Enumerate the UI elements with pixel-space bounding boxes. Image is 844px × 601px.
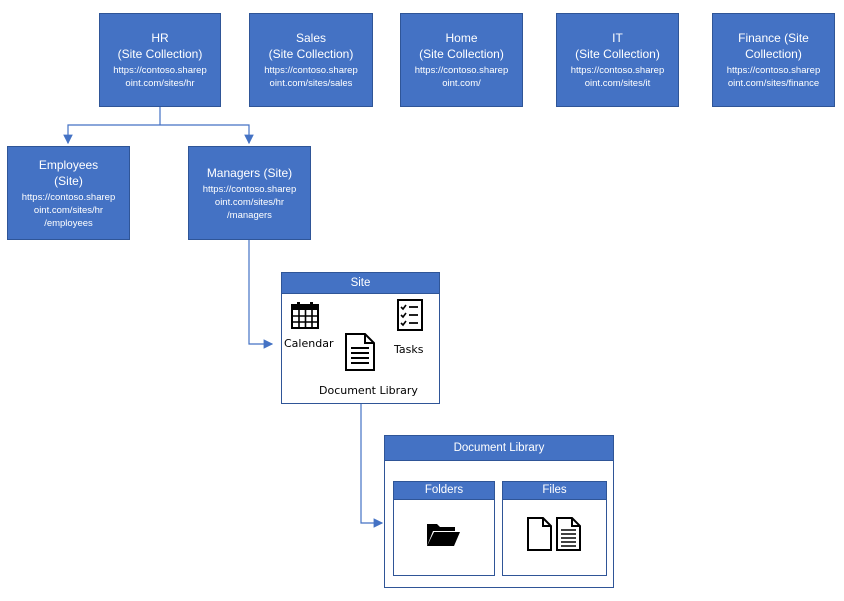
finance-subtitle: Collection) [745,47,802,61]
home-subtitle: (Site Collection) [419,47,504,61]
files-panel[interactable]: Files [502,481,607,576]
sales-url-line2: oint.com/sites/sales [269,78,353,89]
managers-to-site-arrow [248,240,274,349]
finance-url-line2: oint.com/sites/finance [727,78,820,89]
calendar-label: Calendar [284,337,334,350]
it-url-line2: oint.com/sites/it [584,78,651,89]
managers-url-line3: /managers [227,209,272,221]
sales-url-line1: https://contoso.sharep [264,65,358,76]
hr-to-employees-arrow [63,124,160,145]
employees-title: Employees [38,157,99,172]
folder-open-icon [427,524,460,546]
home-url: https://contoso.sharep oint.com/ [415,64,508,90]
hr-title: HR [151,31,169,45]
employees-site[interactable]: Employees (Site) https://contoso.sharep … [7,146,130,240]
document-icon [345,333,375,371]
home-url-line2: oint.com/ [442,78,481,89]
managers-title: Managers (Site) [206,165,293,180]
employees-url-line1: https://contoso.sharep [21,191,116,203]
managers-site[interactable]: Managers (Site) https://contoso.sharep o… [188,146,311,240]
site-panel-header: Site [282,273,439,294]
hr-site-collection[interactable]: HR (Site Collection) https://contoso.sha… [99,13,221,107]
finance-title: Finance (Site [738,31,809,45]
it-url: https://contoso.sharep oint.com/sites/it [571,64,664,90]
it-subtitle: (Site Collection) [575,47,660,61]
it-site-collection[interactable]: IT (Site Collection) https://contoso.sha… [556,13,679,107]
document-library-panel-header: Document Library [385,436,613,461]
files-header: Files [503,482,606,500]
finance-site-collection[interactable]: Finance (Site Collection) https://contos… [712,13,835,107]
managers-url-line1: https://contoso.sharep [202,183,297,195]
doclib-to-panel-arrow [360,384,384,528]
hr-url-line1: https://contoso.sharep [113,65,207,76]
employees-subtitle: (Site) [54,173,83,188]
finance-url: https://contoso.sharep oint.com/sites/fi… [727,64,820,90]
folders-header: Folders [394,482,494,500]
it-title: IT [612,31,623,45]
sales-site-collection[interactable]: Sales (Site Collection) https://contoso.… [249,13,373,107]
hr-subtitle: (Site Collection) [117,47,203,61]
calendar-icon [291,302,319,329]
hr-url: https://contoso.sharep oint.com/sites/hr [113,64,206,90]
employees-url: https://contoso.sharep oint.com/sites/hr… [22,191,115,230]
sales-subtitle: (Site Collection) [268,47,354,61]
tasks-label: Tasks [394,343,424,356]
document-library-label: Document Library [319,384,418,397]
home-url-line1: https://contoso.sharep [414,65,509,76]
finance-url-line1: https://contoso.sharep [726,65,821,76]
managers-url-line2: oint.com/sites/hr [214,196,285,208]
sales-url: https://contoso.sharep oint.com/sites/sa… [264,64,357,90]
home-title: Home [445,31,478,45]
files-icon [527,517,581,551]
home-site-collection[interactable]: Home (Site Collection) https://contoso.s… [400,13,523,107]
employees-url-line2: oint.com/sites/hr [33,204,104,216]
managers-url: https://contoso.sharep oint.com/sites/hr… [203,183,296,222]
hr-to-managers-arrow [160,124,254,145]
hr-url-line2: oint.com/sites/hr [125,78,195,89]
tasks-icon [397,299,423,331]
it-url-line1: https://contoso.sharep [570,65,665,76]
employees-url-line3: /employees [44,217,93,229]
sales-title: Sales [295,31,327,45]
